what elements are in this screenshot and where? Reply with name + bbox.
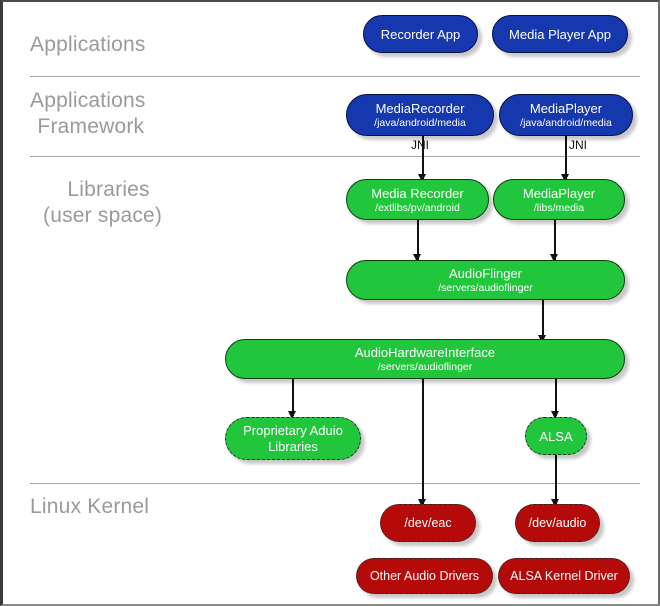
layer-label-applications: Applications xyxy=(30,33,146,56)
layer-label-framework: Applications Framework xyxy=(30,89,146,138)
node-audioflinger-title: AudioFlinger xyxy=(449,266,522,281)
node-mediarecorder-framework-title: MediaRecorder xyxy=(375,101,465,116)
node-mediaplayer-library-title: MediaPlayer xyxy=(522,185,596,201)
connector-mediaplayerlib-audioflinger xyxy=(554,220,556,260)
node-mediaplayer-framework-title: MediaPlayer xyxy=(529,101,603,116)
connector-audiohw-dev-eac xyxy=(422,378,424,505)
arrowhead-audiohw-alsa xyxy=(551,411,559,419)
node-mediaplayer-library-path: /libs/media xyxy=(533,201,585,214)
divider-framework xyxy=(30,156,640,157)
connector-alsa-dev-audio xyxy=(555,454,557,505)
node-dev-audio[interactable]: /dev/audio xyxy=(515,504,600,542)
node-proprietary-audio-libraries[interactable]: Proprietary Aduio Libraries xyxy=(225,417,361,460)
node-audioflinger-path: /servers/audioflinger xyxy=(438,282,533,294)
jni-label-right: JNI xyxy=(569,138,587,152)
node-audioflinger[interactable]: AudioFlinger /servers/audioflinger xyxy=(346,260,625,300)
node-other-audio-drivers[interactable]: Other Audio Drivers xyxy=(356,558,493,594)
node-audiohardwareinterface[interactable]: AudioHardwareInterface /servers/audiofli… xyxy=(225,339,625,379)
connector-mediarecorderlib-audioflinger xyxy=(417,220,419,260)
layer-label-libraries: Libraries (user space) xyxy=(43,178,163,227)
divider-applications xyxy=(30,76,640,77)
node-mediarecorder-library-path: /extlibs/pv/android xyxy=(375,201,460,214)
arrowhead-audiohw-dev-eac xyxy=(418,499,426,507)
node-mediarecorder-framework-path: /java/android/media xyxy=(374,117,466,129)
arrowhead-mediarecorderlib-audioflinger xyxy=(413,254,421,262)
node-dev-audio-title: /dev/audio xyxy=(528,515,587,530)
node-alsa[interactable]: ALSA xyxy=(525,417,587,455)
node-recorder-app[interactable]: Recorder App xyxy=(363,15,478,53)
node-mediaplayer-framework-path: /java/android/media xyxy=(520,117,612,129)
node-dev-eac-title: /dev/eac xyxy=(404,515,452,530)
arrowhead-mediarecorder-jni xyxy=(418,174,426,182)
arrowhead-mediaplayerlib-audioflinger xyxy=(550,254,558,262)
node-media-player-app-title: Media Player App xyxy=(509,26,611,42)
node-alsa-kernel-driver[interactable]: ALSA Kernel Driver xyxy=(498,558,630,594)
node-proprietary-audio-libraries-subtitle: Libraries xyxy=(268,438,318,454)
node-mediarecorder-library-title: Media Recorder xyxy=(371,185,464,201)
node-recorder-app-title: Recorder App xyxy=(380,26,461,42)
node-dev-eac[interactable]: /dev/eac xyxy=(380,504,476,542)
connector-mediaplayer-jni xyxy=(565,135,567,179)
node-mediaplayer-framework[interactable]: MediaPlayer /java/android/media xyxy=(499,94,633,136)
divider-kernel xyxy=(30,483,640,484)
node-mediarecorder-framework[interactable]: MediaRecorder /java/android/media xyxy=(346,94,494,136)
arrowhead-alsa-dev-audio xyxy=(551,499,559,507)
node-proprietary-audio-libraries-title: Proprietary Aduio xyxy=(243,422,343,438)
layer-label-kernel: Linux Kernel xyxy=(30,495,150,518)
node-other-audio-drivers-title: Other Audio Drivers xyxy=(369,568,480,583)
arrowhead-audiohw-proprietary xyxy=(288,411,296,419)
node-media-player-app[interactable]: Media Player App xyxy=(492,15,628,53)
jni-label-left: JNI xyxy=(411,138,429,152)
connector-audioflinger-audiohw xyxy=(542,299,544,341)
node-mediarecorder-library[interactable]: Media Recorder /extlibs/pv/android xyxy=(346,179,489,220)
node-alsa-title: ALSA xyxy=(539,428,573,444)
node-audiohardwareinterface-title: AudioHardwareInterface xyxy=(354,345,496,360)
arrowhead-mediaplayer-jni xyxy=(561,174,569,182)
connector-audiohw-proprietary xyxy=(292,378,294,416)
connector-mediarecorder-jni xyxy=(422,135,424,179)
node-alsa-kernel-driver-title: ALSA Kernel Driver xyxy=(510,568,618,583)
connector-audiohw-alsa xyxy=(555,378,557,416)
node-audiohardwareinterface-path: /servers/audioflinger xyxy=(377,361,473,373)
node-mediaplayer-library[interactable]: MediaPlayer /libs/media xyxy=(493,179,625,220)
